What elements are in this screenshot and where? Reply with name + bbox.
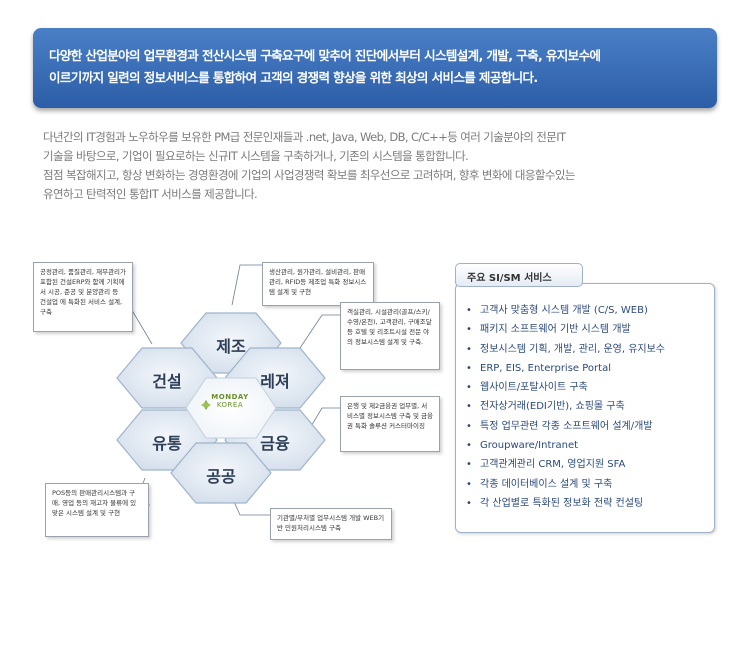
logo-line-1: MONDAY bbox=[211, 393, 249, 401]
service-list-item: • Groupware/Intranet bbox=[466, 436, 716, 455]
service-list-item-label: 전자상거래(EDI기반), 쇼핑몰 구축 bbox=[480, 401, 625, 413]
bullet-icon: • bbox=[466, 497, 472, 509]
bullet-icon: • bbox=[466, 305, 472, 316]
service-list-item-label: 웹사이트/포탈사이트 구축 bbox=[480, 382, 588, 394]
connector-finance bbox=[309, 407, 340, 429]
intro-banner: 다양한 산업분야의 업무환경과 전산시스템 구축요구에 맞추어 진단에서부터 시… bbox=[33, 28, 717, 108]
bullet-icon: • bbox=[466, 401, 472, 413]
bullet-icon: • bbox=[466, 324, 472, 336]
intro-paragraph: 다년간의 IT경험과 노우하우를 보유한 PM급 전문인재들과 .net, Ja… bbox=[43, 128, 713, 204]
hex-label-finance: 금융 bbox=[260, 434, 290, 453]
banner-line-2: 이르기까지 일련의 정보서비스를 통합하여 고객의 경쟁력 향상을 위한 최상의… bbox=[49, 70, 538, 85]
intro-line-4: 유연하고 탄력적인 통합IT 서비스를 제공합니다. bbox=[43, 187, 258, 201]
bullet-icon: • bbox=[466, 382, 472, 394]
service-list-item: • ERP, EIS, Enterprise Portal bbox=[466, 359, 716, 378]
intro-line-2: 기술을 바탕으로, 기업이 필요로하는 신규IT 시스템을 구축하거나, 기존의… bbox=[43, 149, 469, 163]
callout-manufacturing: 생산관리, 원가관리, 설비관리, 판매관리, RFID등 제조업 특화 정보시… bbox=[262, 262, 374, 306]
bullet-icon: • bbox=[466, 478, 472, 490]
hex-center bbox=[185, 377, 277, 439]
banner-text: 다양한 산업분야의 업무환경과 전산시스템 구축요구에 맞추어 진단에서부터 시… bbox=[49, 45, 709, 89]
logo-mark-icon bbox=[201, 400, 211, 410]
service-list-item-label: 패키지 소프트웨어 기반 시스템 개발 bbox=[480, 324, 631, 336]
service-list-item-label: 고객사 맞춤형 시스템 개발 (C/S, WEB) bbox=[480, 305, 648, 316]
service-list-item: • 웹사이트/포탈사이트 구축 bbox=[466, 378, 716, 397]
center-logo: MONDAY KOREA bbox=[200, 393, 260, 409]
services-list: • 고객사 맞춤형 시스템 개발 (C/S, WEB) • 패키지 소프트웨어 기반 … bbox=[466, 301, 716, 513]
callout-leisure: 객실관리, 시설관리(골프/스키/수영/온천), 고객관리, 구매조달 등 호텔… bbox=[340, 302, 440, 370]
bullet-icon: • bbox=[466, 343, 472, 355]
hex-label-manufacturing: 제조 bbox=[216, 337, 246, 356]
hex-public bbox=[170, 442, 272, 504]
services-panel-title: 주요 SI/SM 서비스 bbox=[467, 273, 552, 284]
callout-finance: 은행 및 제2금융권 업무별, 서비스별 정보시스템 구축 및 금융권 특화 솔… bbox=[340, 396, 440, 452]
bullet-icon: • bbox=[466, 420, 472, 432]
service-list-item-label: Groupware/Intranet bbox=[480, 440, 579, 452]
services-panel-tab: 주요 SI/SM 서비스 bbox=[455, 263, 583, 287]
services-panel bbox=[455, 283, 715, 533]
service-list-item: • 정보시스템 기획, 개발, 관리, 운영, 유지보수 bbox=[466, 340, 716, 359]
bullet-icon: • bbox=[466, 459, 472, 471]
callout-construction: 공정관리, 품질관리, 재무관리가 포함된 건설ERP와 함께 기획에서 시공,… bbox=[33, 262, 133, 332]
service-list-item-label: 각종 데이터베이스 설계 및 구축 bbox=[480, 478, 613, 490]
service-list-item-label: 고객관계관리 CRM, 영업지원 SFA bbox=[480, 459, 626, 471]
service-list-item: • 전자상거래(EDI기반), 쇼핑몰 구축 bbox=[466, 397, 716, 416]
hex-label-leisure: 레져 bbox=[260, 372, 290, 391]
service-list-item: • 특정 업무관련 각종 소프트웨어 설계/개발 bbox=[466, 417, 716, 436]
service-list-item: • 패키지 소프트웨어 기반 시스템 개발 bbox=[466, 320, 716, 339]
service-list-item: • 고객관계관리 CRM, 영업지원 SFA bbox=[466, 455, 716, 474]
service-list-item: • 각 산업별로 특화된 정보화 전략 컨설팅 bbox=[466, 494, 716, 513]
intro-line-1: 다년간의 IT경험과 노우하우를 보유한 PM급 전문인재들과 .net, Ja… bbox=[43, 130, 566, 144]
callout-distribution: POS등의 판매관리시스템과 구매, 영업 등의 재고자 물류에 있맞은 시스템… bbox=[45, 483, 149, 537]
service-list-item: • 고객사 맞춤형 시스템 개발 (C/S, WEB) bbox=[466, 301, 716, 320]
bullet-icon: • bbox=[466, 440, 472, 452]
bullet-icon: • bbox=[466, 362, 472, 374]
service-list-item-label: 특정 업무관련 각종 소프트웨어 설계/개발 bbox=[480, 420, 653, 432]
connector-manufacturing bbox=[231, 264, 262, 306]
service-list-item: • 각종 데이터베이스 설계 및 구축 bbox=[466, 475, 716, 494]
connector-leisure bbox=[299, 314, 340, 349]
service-list-item-label: 각 산업별로 특화된 정보화 전략 컨설팅 bbox=[480, 497, 644, 509]
hex-label-construction: 건설 bbox=[152, 372, 182, 391]
hex-label-public: 공공 bbox=[206, 467, 236, 486]
callout-public: 기관별/부처별 업무시스템 개발 WEB기반 민원처리시스템 구축 bbox=[270, 508, 392, 540]
service-list-item-label: 정보시스템 기획, 개발, 관리, 운영, 유지보수 bbox=[480, 343, 666, 355]
service-list-item-label: ERP, EIS, Enterprise Portal bbox=[480, 362, 611, 374]
banner-line-1: 다양한 산업분야의 업무환경과 전산시스템 구축요구에 맞추어 진단에서부터 시… bbox=[49, 48, 601, 63]
hex-label-distribution: 유통 bbox=[152, 434, 182, 453]
logo-line-2: KOREA bbox=[216, 401, 244, 409]
intro-line-3: 점점 복잡해지고, 항상 변화하는 경영환경에 기업의 사업경쟁력 확보를 최우… bbox=[43, 168, 575, 182]
